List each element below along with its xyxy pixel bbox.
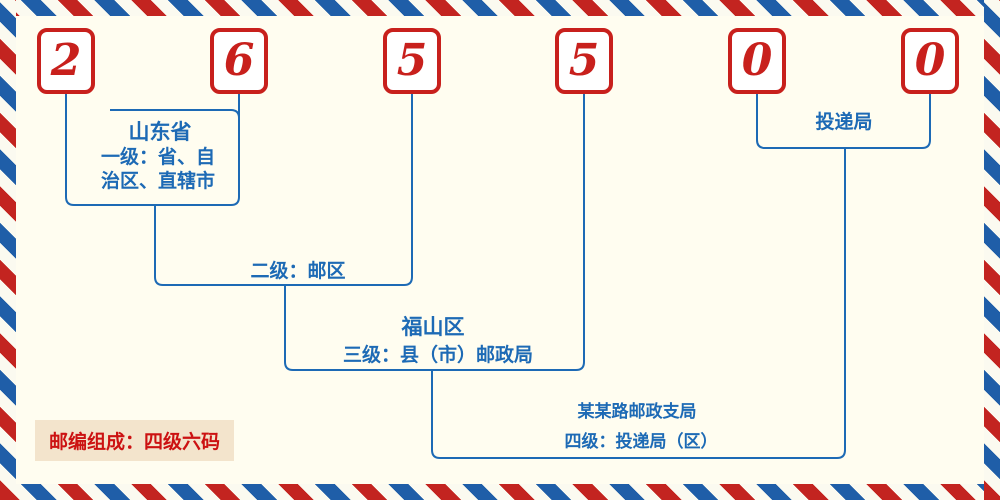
digit-box-5: 0 (728, 28, 786, 94)
level4-desc-label: 四级：投递局（区） (564, 432, 718, 452)
level1-desc-line-1: 一级：省、自 (100, 146, 216, 168)
level3-region-label: 福山区 (401, 315, 465, 339)
level1-desc-label: 一级：省、自 治区、直辖市 (101, 145, 215, 193)
delivery-office-label: 投递局 (815, 111, 873, 133)
digit-box-3: 5 (383, 28, 441, 94)
digit-2: 6 (223, 35, 255, 86)
airmail-border-left (0, 0, 16, 500)
level4-office-label: 某某路邮政支局 (577, 402, 697, 422)
airmail-border-bottom (0, 484, 1000, 500)
level2-desc-label: 二级：邮区 (250, 260, 346, 282)
note-box: 邮编组成：四级六码 (35, 420, 235, 461)
digit-1: 2 (50, 35, 82, 86)
digit-3: 5 (396, 35, 428, 86)
digit-6: 0 (914, 35, 946, 86)
digit-box-4: 5 (555, 28, 613, 94)
airmail-border-top (0, 0, 1000, 16)
digit-5: 0 (741, 35, 773, 86)
digit-box-2: 6 (210, 28, 268, 94)
digit-4: 5 (568, 35, 600, 86)
level1-desc-line-2: 治区、直辖市 (100, 170, 216, 192)
level3-desc-label: 三级：县（市）邮政局 (342, 344, 534, 366)
airmail-border-right (984, 0, 1000, 500)
digit-box-6: 0 (901, 28, 959, 94)
digit-box-1: 2 (37, 28, 95, 94)
level1-region-label: 山东省 (128, 120, 192, 144)
